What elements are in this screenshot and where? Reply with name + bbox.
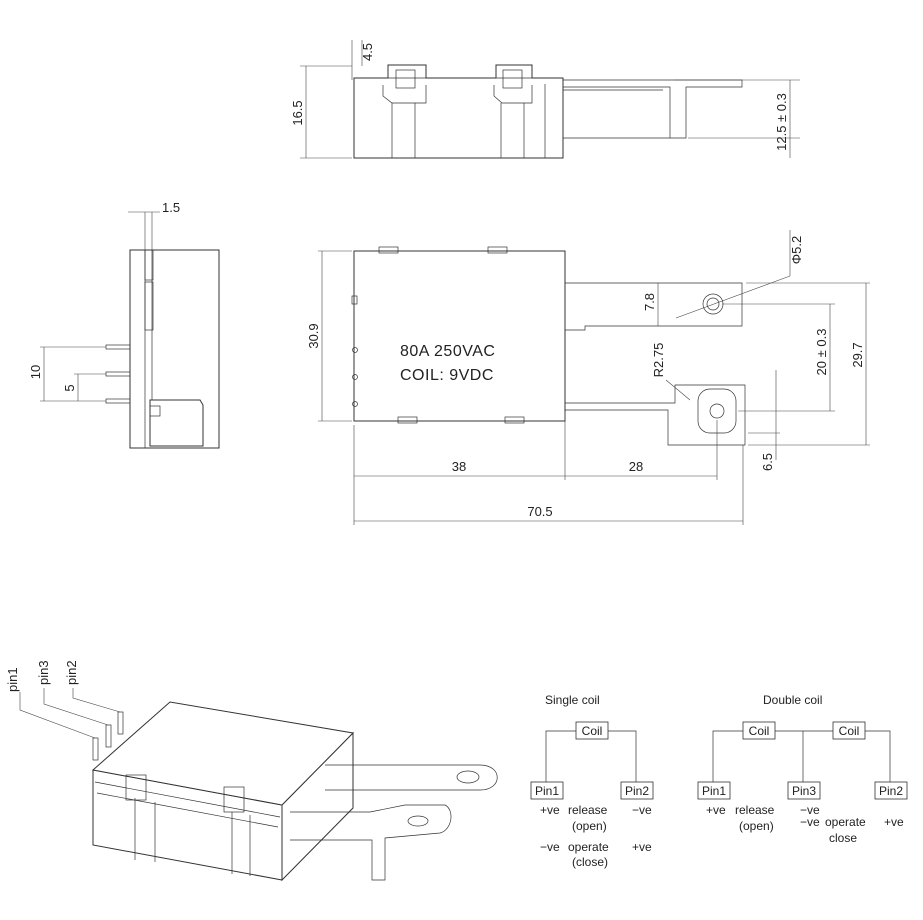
tab-length-dim: 28 [629, 459, 643, 474]
pin1-label: pin1 [5, 667, 20, 692]
double-coil-title: Double coil [763, 693, 822, 707]
single-pin2-label: Pin2 [625, 784, 649, 798]
single-coil-title: Single coil [545, 693, 600, 707]
coil-label: COIL: 9VDC [400, 367, 494, 384]
double-operate-sub: close [829, 831, 857, 845]
double-operate-label: operate [825, 815, 866, 829]
top-view: 16.5 4.5 12.5 ± 0.3 [290, 40, 800, 159]
body-width-dim: 38 [452, 459, 466, 474]
terminal-height-dim: 4.5 [360, 43, 375, 61]
rating-label: 80A 250VAC [400, 343, 495, 360]
pin2-label: pin2 [64, 660, 79, 685]
single-operate-pin2: +ve [632, 840, 652, 854]
pin-span-dim: 10 [28, 365, 43, 379]
top-height-dim: 16.5 [290, 100, 305, 125]
single-pin1-label: Pin1 [535, 784, 559, 798]
double-coil-right-label: Coil [839, 724, 860, 738]
single-coil-label: Coil [582, 724, 603, 738]
double-release-pin3: −ve [800, 803, 820, 817]
double-operate-pin2: +ve [884, 815, 904, 829]
single-release-pin2: −ve [632, 803, 652, 817]
single-release-label: release [568, 803, 608, 817]
double-release-sub: (open) [739, 819, 774, 833]
front-height-dim: 30.9 [306, 323, 321, 348]
single-operate-pin1: −ve [540, 840, 560, 854]
pin3-label: pin3 [36, 660, 51, 685]
tab-overall-dim: 29.7 [850, 342, 865, 367]
single-coil-box [575, 721, 609, 740]
bend-radius-dim: R2.75 [651, 343, 666, 378]
double-pin1-label: Pin1 [702, 784, 726, 798]
single-coil-diagram: Single coil Coil Pin1 Pin2 +ve release (… [530, 693, 654, 869]
double-coil-left-label: Coil [749, 724, 770, 738]
front-view: 80A 250VAC COIL: 9VDC 30.9 38 28 70.5 Φ5… [306, 230, 870, 525]
single-operate-label: operate [568, 840, 609, 854]
double-pin3-label: Pin3 [792, 784, 816, 798]
pin-thickness-dim: 1.5 [162, 200, 180, 215]
double-pin2-label: Pin2 [879, 784, 903, 798]
total-length-dim: 70.5 [527, 504, 552, 519]
tab-spacing-dim: 20 ± 0.3 [814, 329, 829, 376]
double-release-pin1: +ve [706, 803, 726, 817]
tab-height-dim: 12.5 ± 0.3 [774, 93, 789, 151]
single-operate-sub: (close) [572, 855, 608, 869]
double-operate-pin3: −ve [800, 815, 820, 829]
double-release-label: release [735, 803, 775, 817]
single-release-sub: (open) [572, 819, 607, 833]
tab-edge-dim: 6.5 [760, 453, 775, 471]
single-release-pin1: +ve [540, 803, 560, 817]
hole-diameter-dim: Φ5.2 [789, 236, 804, 264]
side-view: 1.5 10 5 [28, 200, 220, 449]
pin-pitch-dim: 5 [62, 384, 77, 391]
tab-offset-dim: 7.8 [642, 293, 657, 311]
double-coil-diagram: Double coil Coil Coil Pin1 Pin3 Pin2 +ve… [697, 693, 908, 845]
isometric-view: pin1 pin3 pin2 [5, 660, 498, 882]
